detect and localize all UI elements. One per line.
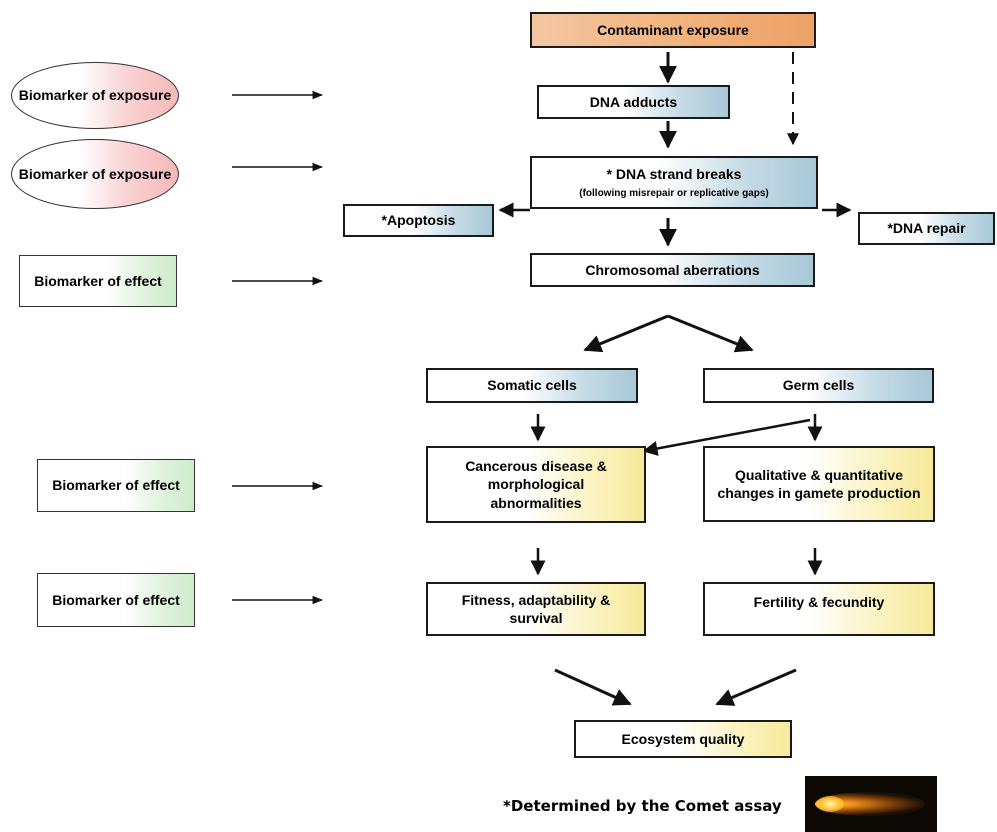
node-chromosomal-aberrations: Chromosomal aberrations — [530, 253, 815, 287]
flow-arrow — [667, 314, 754, 353]
node-contaminant-exposure: Contaminant exposure — [530, 12, 816, 48]
biomarker-effect-3: Biomarker of effect — [37, 573, 195, 627]
node-somatic-cells: Somatic cells — [426, 368, 638, 403]
node-dna-adducts: DNA adducts — [537, 85, 730, 119]
node-apoptosis: *Apoptosis — [343, 204, 494, 237]
node-dna-strand-breaks: * DNA strand breaks (following misrepair… — [530, 156, 818, 209]
comet-assay-footnote: *Determined by the Comet assay — [503, 797, 782, 815]
node-fertility: Fertility & fecundity — [703, 582, 935, 636]
biomarker-exposure-1: Biomarker of exposure — [11, 62, 179, 129]
biomarker-effect-2: Biomarker of effect — [37, 459, 195, 512]
flow-arrow — [554, 668, 632, 706]
node-germ-cells: Germ cells — [703, 368, 934, 403]
node-cancerous-disease: Cancerous disease & morphological abnorm… — [426, 446, 646, 523]
strand-breaks-label: * DNA strand breaks — [606, 166, 742, 183]
biomarker-effect-1: Biomarker of effect — [19, 255, 177, 307]
flow-arrow — [583, 314, 669, 353]
node-ecosystem-quality: Ecosystem quality — [574, 720, 792, 758]
flow-arrow — [715, 668, 797, 706]
strand-breaks-sublabel: (following misrepair or replicative gaps… — [579, 187, 769, 199]
node-dna-repair: *DNA repair — [858, 212, 995, 245]
flow-arrow — [642, 418, 811, 456]
comet-assay-image — [805, 776, 937, 832]
node-gamete-production: Qualitative & quantitative changes in ga… — [703, 446, 935, 522]
biomarker-exposure-2: Biomarker of exposure — [11, 139, 179, 209]
node-fitness: Fitness, adaptability & survival — [426, 582, 646, 636]
